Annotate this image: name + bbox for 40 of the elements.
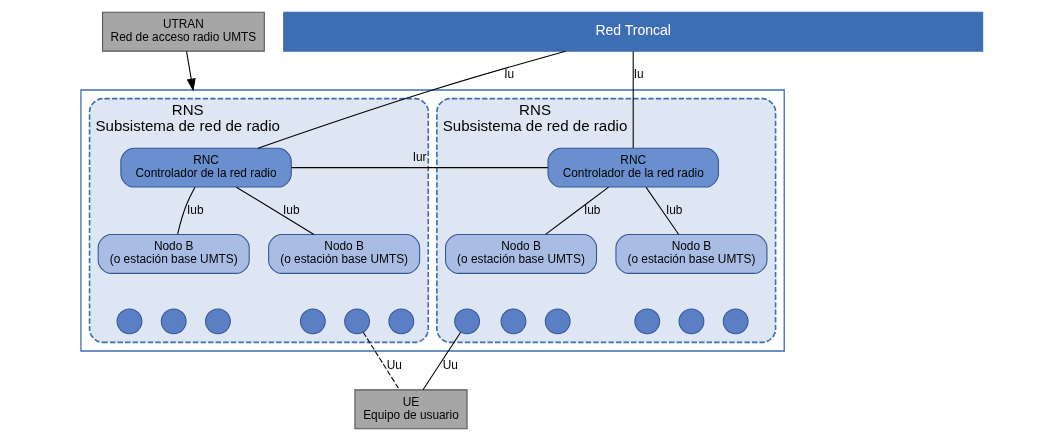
arrow	[186, 50, 196, 92]
node-circle	[544, 308, 571, 335]
edge-label: Iub	[583, 202, 601, 217]
node-box: RNC Controlador de la red radio	[547, 147, 719, 188]
node-circle	[205, 308, 231, 335]
node-circle	[500, 308, 527, 335]
connector	[257, 50, 567, 149]
node-box: UE Equipo de usuario	[354, 389, 468, 430]
connector	[362, 331, 400, 391]
node-circle	[634, 308, 661, 335]
node-circle	[388, 308, 415, 335]
edge-label: Iu	[633, 66, 644, 81]
cluster	[80, 89, 785, 352]
node-box: Nodo B (o estación base UMTS)	[444, 234, 598, 274]
edge-label: Iu	[504, 66, 515, 81]
edge-label: Iub	[187, 202, 204, 217]
node-box: Nodo B (o estación base UMTS)	[268, 234, 421, 274]
connector	[545, 186, 610, 235]
node-box: Nodo B (o estación base UMTS)	[97, 234, 250, 274]
edge-label: Iub	[665, 202, 683, 217]
node-circle	[722, 308, 749, 335]
node-box: Nodo B (o estación base UMTS)	[615, 234, 768, 274]
node-circle	[678, 308, 705, 335]
node-circle	[299, 308, 326, 335]
node-box: UTRAN Red de acceso radio UMTS	[101, 11, 265, 52]
edge-label: Iub	[283, 202, 300, 217]
node-box: Red Troncal	[283, 11, 984, 52]
node-circle	[454, 308, 481, 335]
node-circle	[160, 308, 187, 335]
edge-label: Uu	[386, 358, 402, 373]
connector	[632, 50, 634, 149]
connector	[235, 186, 315, 235]
connector	[177, 186, 196, 235]
edge-label: Iur	[412, 149, 427, 164]
node-circle	[344, 308, 371, 335]
connector	[290, 167, 549, 169]
node-box: RNC Controlador de la red radio	[120, 147, 292, 188]
connector	[645, 186, 680, 235]
edge-label: Uu	[442, 358, 458, 373]
node-circle	[116, 308, 143, 335]
